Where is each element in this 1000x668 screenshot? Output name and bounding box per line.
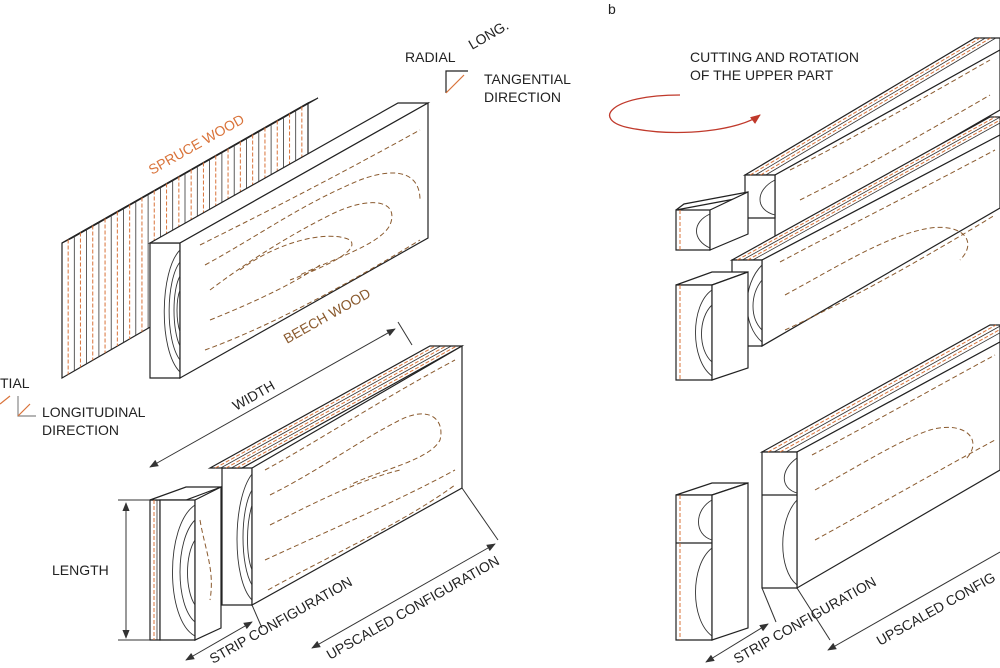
grain-stripe [747,119,1000,261]
grain-stripe [736,116,996,261]
grain-stripe [785,332,1000,453]
axis-radial-label: RADIAL [405,49,456,65]
strip-config-label-b: STRIP CONFIGURATION [731,573,879,666]
upscaled-config-label-a: UPSCALED CONFIGURATION [324,552,502,662]
panel-b-lower-assembly [675,324,1000,641]
upscaled-config-label-b: UPSCALED CONFIG [874,569,998,649]
cutting-line1: CUTTING AND ROTATION [690,49,859,65]
axis-legend-left: TIAL LONGITUDINAL DIRECTION [0,375,146,438]
axis-long-label: LONG. [466,17,512,53]
cutting-rotation-note: CUTTING AND ROTATION OF THE UPPER PART [608,49,859,134]
axis-tangential-label: TANGENTIAL [484,71,571,87]
grain-stripe [765,37,997,176]
length-label: LENGTH [52,562,109,578]
grain-stripe [779,328,1000,453]
axis-tial-label: TIAL [0,375,30,391]
grain-stripe [752,122,1000,261]
axis-direction-left-label: DIRECTION [42,422,119,438]
grain-stripe [760,37,991,176]
grain-stripe [773,325,1000,453]
panel-b-label: b [608,1,616,17]
axis-direction-label: DIRECTION [484,89,561,105]
cutting-line2: OF THE UPPER PART [690,67,834,83]
grain-stripe [767,324,997,453]
grain-stripe [742,116,1000,261]
config-labels-b: STRIP CONFIGURATION UPSCALED CONFIG [705,551,1000,667]
grain-stripe [755,37,986,176]
axis-legend-top: RADIAL LONG. TANGENTIAL DIRECTION [405,17,571,105]
panel-b-upper-pieces [675,37,1000,381]
length-dimension: LENGTH [52,499,150,641]
grain-stripe [749,37,981,176]
axis-longitudinal-label: LONGITUDINAL [42,404,146,420]
